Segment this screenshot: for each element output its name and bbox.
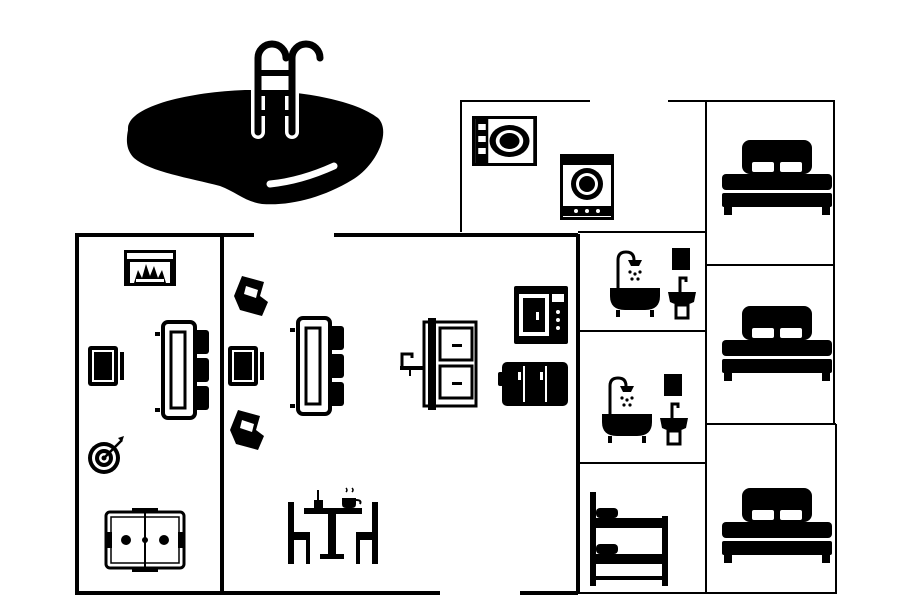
armchair-icon (230, 410, 264, 450)
sofa-icon (153, 320, 211, 420)
bathtub-shower-icon (600, 372, 690, 446)
bunk-bed-icon (590, 492, 668, 586)
pool (126, 37, 384, 205)
laundry-room (460, 100, 707, 232)
living-kitchen (222, 233, 580, 595)
washing-machine-icon (560, 154, 614, 220)
washing-machine-icon (472, 116, 537, 166)
air-hockey-table-icon (104, 508, 186, 572)
fireplace-icon (124, 250, 176, 286)
double-bed-icon (722, 488, 832, 563)
sink-cabinet-icon (400, 318, 478, 410)
game-room (75, 233, 224, 595)
double-bed-icon (722, 140, 832, 215)
sofa-icon (288, 316, 346, 416)
bathroom-walls (578, 231, 707, 594)
dartboard-icon (88, 436, 124, 474)
bedroom-walls (706, 100, 837, 594)
dining-table-icon (288, 487, 378, 564)
tv-icon (228, 346, 264, 386)
armchair-icon (234, 276, 268, 316)
microwave-icon (514, 286, 568, 344)
bathtub-shower-icon (608, 246, 698, 320)
pool-ladder-icon (251, 37, 327, 139)
tv-icon (88, 346, 124, 386)
kitchen-counter-icon (498, 362, 568, 406)
double-bed-icon (722, 306, 832, 381)
